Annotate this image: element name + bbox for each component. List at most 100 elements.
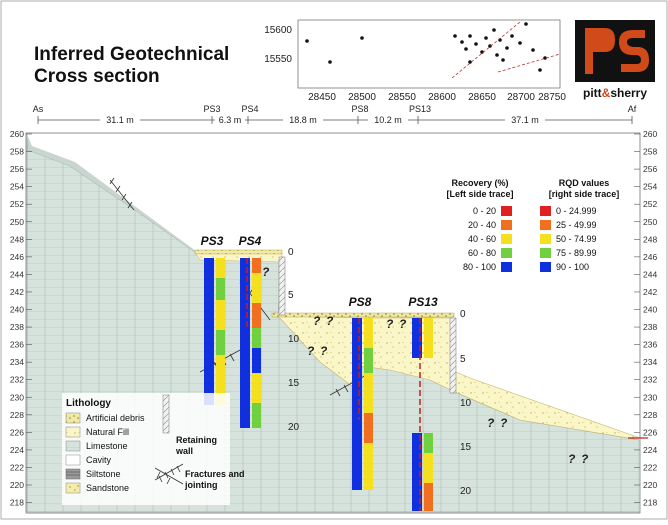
rqd-trace [424, 433, 433, 453]
elevation-tick-label: 236 [643, 340, 657, 350]
map-x-tick: 28750 [538, 92, 566, 103]
map-x-tick: 28450 [308, 92, 336, 103]
legend-swatch [540, 262, 551, 272]
elevation-tick-label: 222 [643, 462, 657, 472]
borehole-ps8: PS8 [349, 295, 373, 490]
section-distance: 18.8 m [289, 115, 317, 125]
elevation-tick-label: 224 [643, 445, 657, 455]
legend-swatch [540, 248, 551, 258]
elevation-tick-label: 240 [10, 305, 24, 315]
legend-swatch [501, 262, 512, 272]
depth-tick: 10 [288, 334, 300, 345]
question-mark: ? [307, 344, 315, 358]
rqd-trace [364, 373, 373, 413]
borehole-label: PS4 [239, 234, 262, 248]
elevation-tick-label: 248 [643, 234, 657, 244]
title-line: Cross section [34, 66, 160, 87]
section-borehole-label: PS8 [351, 104, 368, 114]
fractures-label: Fractures and [185, 469, 245, 479]
borehole-ps4: PS4 0 5 10 15 20 [239, 234, 300, 433]
elevation-tick-label: 252 [10, 199, 24, 209]
legend-subtitle: [Left side trace] [446, 189, 513, 199]
question-mark: ? [386, 317, 394, 331]
recovery-trace [352, 318, 362, 490]
swatch-sandstone [65, 482, 81, 494]
section-distance: 31.1 m [106, 115, 134, 125]
rqd-trace [364, 318, 373, 348]
rqd-trace [364, 443, 373, 490]
elevation-tick-label: 240 [643, 305, 657, 315]
map-section-line [497, 53, 561, 73]
map-x-tick: 28600 [428, 92, 456, 103]
fractures-label: jointing [184, 480, 218, 490]
question-mark: ? [262, 265, 270, 279]
elevation-tick-label: 218 [643, 498, 657, 508]
rqd-trace [364, 413, 373, 443]
map-y-tick: 15550 [264, 54, 292, 65]
depth-tick: 20 [288, 422, 300, 433]
swatch-fractures [154, 463, 184, 485]
retaining-wall [449, 317, 457, 394]
rqd-trace [424, 318, 433, 358]
lithology-label: Sandstone [86, 483, 129, 493]
map-borehole-dots [305, 22, 547, 72]
artificial-debris-layer [194, 249, 283, 255]
legend-label: 90 - 100 [556, 262, 589, 272]
rqd-trace [216, 258, 225, 278]
elevation-tick-label: 256 [10, 164, 24, 174]
rqd-trace [424, 483, 433, 511]
depth-tick: 10 [460, 398, 472, 409]
rqd-trace [252, 303, 261, 328]
retaining-wall-label: Retaining [176, 435, 217, 445]
rqd-trace [252, 258, 261, 273]
legend-label: 0 - 20 [473, 206, 496, 216]
rqd-trace [216, 330, 225, 355]
legend-swatch [501, 234, 512, 244]
section-distance: 6.3 m [219, 115, 242, 125]
question-mark: ? [320, 344, 328, 358]
elevation-tick-label: 246 [10, 252, 24, 262]
elevation-tick-label: 226 [10, 427, 24, 437]
map-x-tick: 28700 [507, 92, 535, 103]
rqd-trace [252, 348, 261, 373]
rqd-trace [252, 403, 261, 428]
legend-label: 60 - 80 [468, 248, 496, 258]
location-map-frame [297, 19, 561, 89]
borehole-label: PS3 [201, 234, 224, 248]
recovery-trace [412, 318, 422, 358]
map-x-tick: 28650 [468, 92, 496, 103]
elevation-tick-label: 244 [643, 269, 657, 279]
lithology-label: Siltstone [86, 469, 121, 479]
legend-label: 0 - 24.999 [556, 206, 597, 216]
legend-swatch [540, 220, 551, 230]
legend-swatch [501, 206, 512, 216]
title-line: Inferred Geotechnical [34, 44, 230, 65]
depth-tick: 0 [288, 247, 294, 258]
section-borehole-label: PS13 [409, 104, 431, 114]
elevation-tick-label: 218 [10, 498, 24, 508]
elevation-tick-label: 252 [643, 199, 657, 209]
elevation-tick-label: 246 [643, 252, 657, 262]
logo-wordmark: pitt&sherry [582, 86, 648, 100]
question-mark: ? [581, 452, 589, 466]
elevation-tick-label: 230 [643, 392, 657, 402]
elevation-tick-label: 254 [643, 182, 657, 192]
legend-subtitle: [right side trace] [549, 189, 620, 199]
elevation-tick-label: 256 [643, 164, 657, 174]
swatch-siltstone [65, 468, 81, 480]
legend-swatch [540, 206, 551, 216]
question-mark: ? [399, 317, 407, 331]
elevation-tick-label: 250 [10, 217, 24, 227]
question-mark: ? [500, 416, 508, 430]
section-distance: 10.2 m [374, 115, 402, 125]
elevation-tick-label: 242 [643, 287, 657, 297]
rqd-trace [252, 328, 261, 348]
rqd-trace [364, 348, 373, 373]
legend-recovery: Recovery (%) [Left side trace] 0 - 2020 … [446, 178, 514, 272]
elevation-tick-label: 242 [10, 287, 24, 297]
legend-lithology: Lithology Artificial debris Natural Fill… [62, 393, 245, 505]
elevation-tick-label: 236 [10, 340, 24, 350]
